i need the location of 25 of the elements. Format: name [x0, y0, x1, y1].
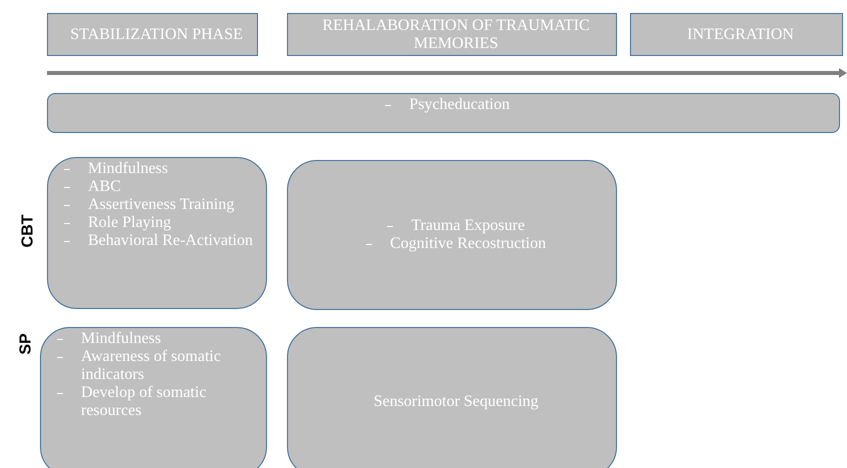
- list-item: Role Playing: [88, 214, 172, 232]
- list-item: Develop of somatic resources: [81, 384, 208, 420]
- technique-box: [287, 327, 617, 468]
- list-item: Cognitive Recostruction: [390, 235, 546, 253]
- row-label: CBT: [19, 214, 38, 248]
- list-item: Behavioral Re-Activation: [88, 232, 253, 250]
- list-item: Awareness of somatic indicators: [81, 348, 222, 384]
- technique-box: [47, 157, 267, 309]
- technique-box: [47, 93, 840, 133]
- phase-header: [47, 13, 258, 56]
- box-text: Sensorimotor Sequencing: [374, 393, 538, 411]
- list-item: Assertiveness Training: [88, 196, 234, 214]
- phase-header: [630, 13, 843, 56]
- box-text: INTEGRATION: [687, 26, 794, 44]
- technique-box: [287, 160, 617, 310]
- box-text: STABILIZATION PHASE: [70, 26, 243, 44]
- list-item: Psycheducation: [409, 96, 510, 114]
- list-item: ABC: [88, 178, 121, 196]
- box-text: REHALABORATION OF TRAUMATIC MEMORIES: [321, 16, 591, 52]
- phase-header: [287, 13, 617, 56]
- list-item: Trauma Exposure: [411, 217, 525, 235]
- list-item: Mindfulness: [81, 330, 161, 348]
- technique-box: [40, 327, 267, 468]
- list-item: Mindfulness: [88, 160, 168, 178]
- row-label: SP: [18, 333, 36, 355]
